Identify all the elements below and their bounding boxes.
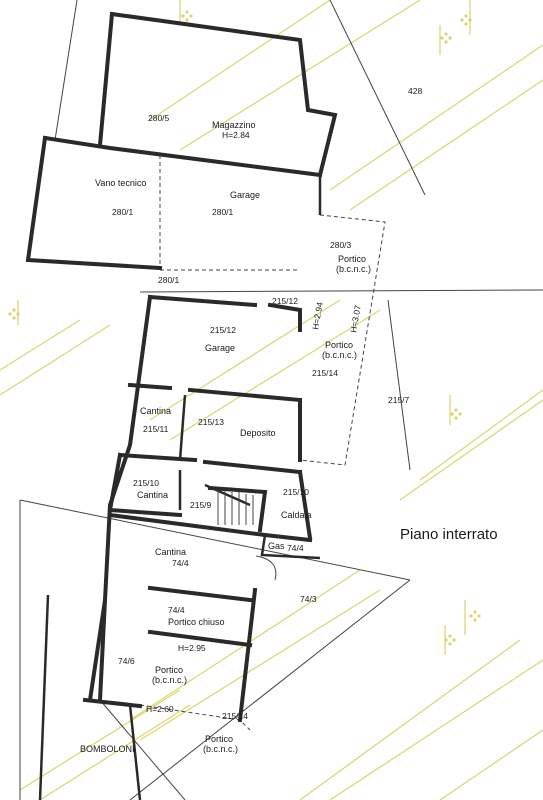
plan-title: Piano interrato	[400, 526, 498, 543]
label-bomboloni: BOMBOLONI	[80, 744, 135, 754]
label-h-260: H=2.60	[146, 704, 174, 714]
parcel-labels: 428 280/5 280/1 280/1 280/3 280/1 215/12…	[112, 86, 422, 721]
label-caldaia: Caldaia	[281, 510, 312, 520]
parcel-215-12-a: 215/12	[272, 296, 298, 306]
parcel-215-13: 215/13	[198, 417, 224, 427]
parcel-280-3: 280/3	[330, 240, 352, 250]
parcel-215-7: 215/7	[388, 395, 410, 405]
parcel-280-1-a: 280/1	[112, 207, 134, 217]
parcel-280-1-b: 280/1	[212, 207, 234, 217]
label-portico-746: Portico	[155, 665, 183, 675]
label-bcnc-2803: (b.c.n.c.)	[336, 264, 371, 274]
label-cantina-a: Cantina	[140, 406, 171, 416]
parcel-74-4-b: 74/4	[172, 558, 189, 568]
label-garage-top: Garage	[230, 190, 260, 200]
label-bcnc-746: (b.c.n.c.)	[152, 675, 187, 685]
cadastral-lines	[19, 0, 543, 800]
parcel-74-3: 74/3	[300, 594, 317, 604]
label-cantina-c: Cantina	[155, 547, 186, 557]
parcel-428: 428	[408, 86, 422, 96]
label-magazzino: Magazzino	[212, 120, 256, 130]
label-h-294: H=2.94	[310, 301, 325, 330]
parcel-215-10-a: 215/10	[133, 478, 159, 488]
label-portico-bottom: Portico	[205, 734, 233, 744]
parcel-280-5: 280/5	[148, 113, 170, 123]
parcel-215-14-b: 215/14	[222, 711, 248, 721]
parcel-215-9: 215/9	[190, 500, 212, 510]
label-garage-mid: Garage	[205, 343, 235, 353]
parcel-215-14: 215/14	[312, 368, 338, 378]
parcel-74-4-c: 74/4	[168, 605, 185, 615]
room-labels: Piano interrato Magazzino H=2.84 Vano te…	[80, 120, 498, 754]
label-bcnc-21514: (b.c.n.c.)	[322, 350, 357, 360]
label-portico-21514: Portico	[325, 340, 353, 350]
label-magazzino-height: H=2.84	[222, 130, 250, 140]
parcel-280-1-c: 280/1	[158, 275, 180, 285]
walls	[25, 11, 338, 800]
parcel-215-11: 215/11	[143, 424, 169, 434]
label-vano-tecnico: Vano tecnico	[95, 178, 146, 188]
label-h-307: H=3.07	[348, 304, 363, 333]
label-h-295: H=2.95	[178, 643, 206, 653]
parcel-74-6: 74/6	[118, 656, 135, 666]
label-cantina-b: Cantina	[137, 490, 168, 500]
parcel-215-12-b: 215/12	[210, 325, 236, 335]
label-bcnc-bottom: (b.c.n.c.)	[203, 744, 238, 754]
label-gas: Gas	[268, 541, 285, 551]
label-portico-chiuso: Portico chiuso	[168, 617, 225, 627]
parcel-74-4-a: 74/4	[287, 543, 304, 553]
label-portico-2803: Portico	[338, 254, 366, 264]
parcel-215-10-b: 215/10	[283, 487, 309, 497]
label-deposito: Deposito	[240, 428, 276, 438]
